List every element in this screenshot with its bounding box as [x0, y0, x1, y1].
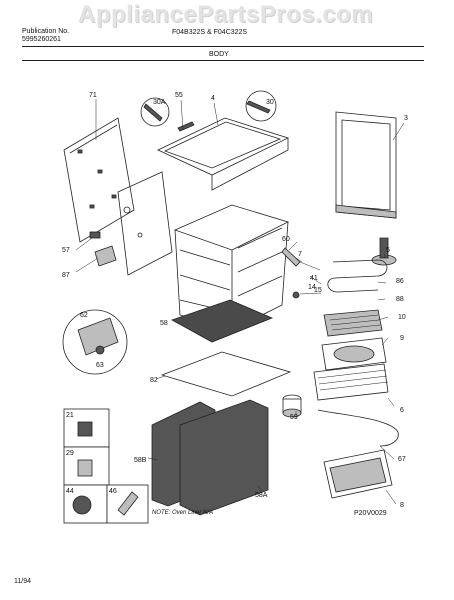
- callout-14: 14: [308, 284, 316, 291]
- part-box-29: [63, 446, 110, 486]
- callout-86: 86: [396, 278, 404, 285]
- callout-9: 9: [400, 335, 404, 342]
- bottom-insulation-part: [171, 299, 274, 343]
- callout-67: 67: [398, 456, 406, 463]
- callout-71: 71: [89, 92, 97, 99]
- oven-bottom-panel-part: [160, 351, 292, 397]
- element-receptacle-part: [371, 237, 397, 266]
- callout-3: 3: [404, 115, 408, 122]
- part-box-21: [63, 408, 110, 448]
- callout-8: 8: [400, 502, 404, 509]
- callout-46: 46: [109, 488, 117, 495]
- hinge-detail-30a: [140, 97, 170, 127]
- broil-element-part: [317, 409, 399, 447]
- header-rule-bottom: [22, 60, 424, 61]
- broil-pan-grid-part: [323, 309, 383, 337]
- callout-87: 87: [62, 272, 70, 279]
- oven-door-part: [335, 111, 397, 219]
- callout-44: 44: [66, 488, 74, 495]
- callout-29: 29: [66, 450, 74, 457]
- callout-82: 82: [150, 377, 158, 384]
- sensor-wire: [299, 261, 321, 271]
- publication-number: 5995260261: [22, 36, 61, 43]
- top-frame-part: [157, 117, 290, 191]
- callout-41: 41: [310, 275, 318, 282]
- back-panel-part: [63, 117, 135, 243]
- watermark: AppliancePartsPros.com: [78, 1, 374, 28]
- callout-labels: 71 55 4 30 30A 3 57 87 60 7 5 86 41 15 1…: [62, 92, 408, 509]
- callout-58: 58: [160, 320, 168, 327]
- callout-15: 15: [314, 287, 322, 294]
- model-numbers: F04B322S & F04C322S: [172, 29, 248, 36]
- leader-lines: [75, 99, 405, 505]
- bake-element-part: [327, 259, 388, 293]
- oven-liner-note: NOTE: Oven Liner N/A: [152, 510, 214, 516]
- callout-60: 60: [282, 236, 290, 243]
- callout-88: 88: [396, 296, 404, 303]
- header-rule-top: [22, 46, 424, 47]
- hinge-detail-30: [245, 90, 277, 122]
- control-panel-part: [89, 171, 173, 276]
- callout-63: 63: [96, 362, 104, 369]
- oven-rack-part: [313, 363, 389, 401]
- callout-10: 10: [398, 314, 406, 321]
- broiler-pan-part: [321, 337, 387, 371]
- section-title: BODY: [209, 51, 229, 58]
- callout-55: 55: [175, 92, 183, 99]
- side-insulation-58a-part: [179, 399, 269, 516]
- callout-59: 59: [290, 414, 298, 421]
- callout-58a: 58A: [255, 492, 268, 499]
- callout-58b: 58B: [134, 457, 147, 464]
- receptacle-part: [282, 394, 302, 418]
- callout-30: 30: [266, 99, 274, 106]
- callout-7: 7: [298, 251, 302, 258]
- callout-5: 5: [386, 247, 390, 254]
- callout-21: 21: [66, 412, 74, 419]
- drawer-pan-part: [323, 449, 393, 499]
- publication-label: Publication No.: [22, 28, 70, 35]
- callout-4: 4: [211, 95, 215, 102]
- figure-id: P20V0029: [354, 510, 387, 517]
- callout-6: 6: [400, 407, 404, 414]
- oven-sensor-part: [281, 247, 301, 267]
- callout-57: 57: [62, 247, 70, 254]
- part-box-44: [63, 484, 108, 524]
- thermostat-detail-part: [62, 309, 128, 375]
- callout-30a: 30A: [153, 99, 166, 106]
- callout-62: 62: [80, 312, 88, 319]
- part-box-46: [106, 484, 149, 524]
- screw-part: [292, 291, 300, 299]
- footer-date: 11/94: [14, 578, 31, 585]
